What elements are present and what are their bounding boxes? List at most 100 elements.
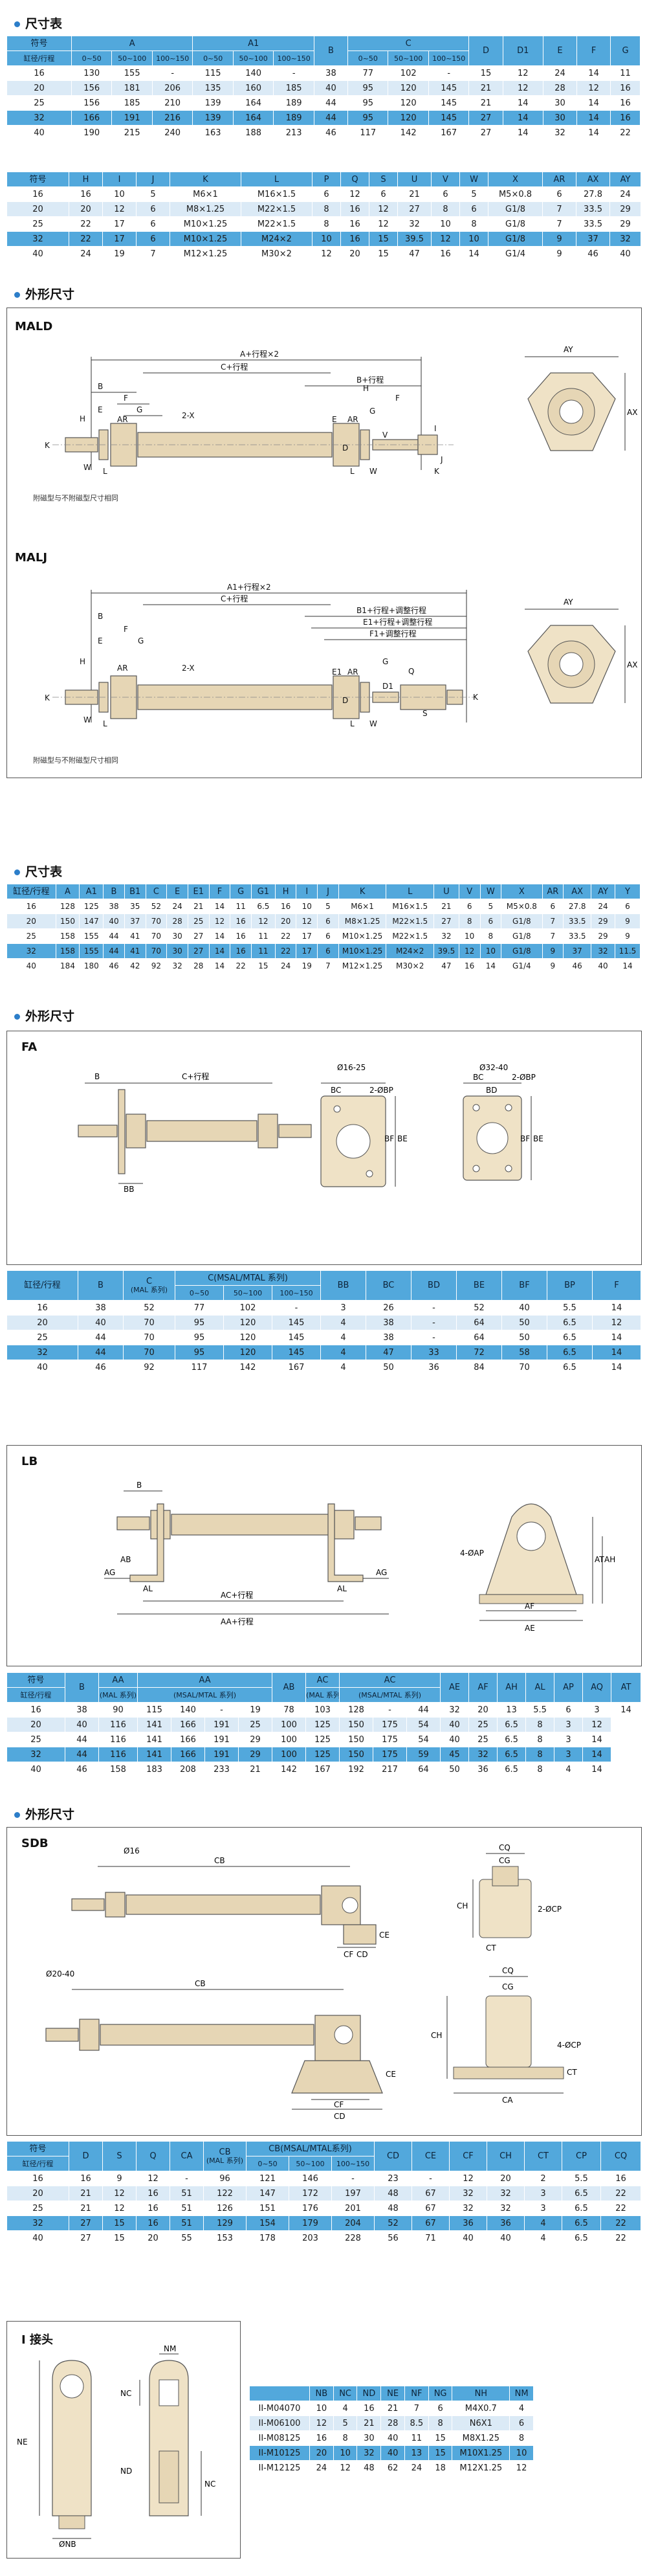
table-header-cell: NC <box>333 2386 358 2401</box>
table-cell: 16 <box>6 186 69 202</box>
table-cell: 19 <box>237 1702 273 1718</box>
table-cell: 46 <box>103 958 125 974</box>
table-header-cell: AY <box>609 172 641 187</box>
table-cell: 50 <box>501 1315 547 1330</box>
table-cell: M10X1.25 <box>452 2445 510 2461</box>
table-cell: 58 <box>501 1345 547 1360</box>
svg-text:CD: CD <box>334 2112 345 2121</box>
table-cell: 158 <box>55 928 80 944</box>
table-cell: 6 <box>479 913 502 929</box>
table-header-cell: NB <box>309 2386 334 2401</box>
svg-text:L: L <box>103 719 107 728</box>
table-cell: 213 <box>273 125 314 140</box>
table-cell: M12X1.25 <box>452 2460 510 2476</box>
svg-text:BD: BD <box>486 1086 497 1095</box>
table-cell: 228 <box>331 2230 375 2246</box>
table-cell: 14 <box>479 958 502 974</box>
table-cell: 32 <box>542 125 578 140</box>
table-cell: 33.5 <box>576 216 610 232</box>
table-cell: 40 <box>6 1360 78 1375</box>
table-cell: 120 <box>223 1315 272 1330</box>
table-cell: 40 <box>65 1717 99 1732</box>
table-cell: 153 <box>203 2230 247 2246</box>
table-cell: 191 <box>204 1747 239 1762</box>
table-header-cell <box>249 2386 310 2401</box>
table-cell: 117 <box>175 1360 224 1375</box>
table-cell: 9 <box>614 913 641 929</box>
section-heading-outline2: 外形尺寸 <box>14 1007 74 1024</box>
table-cell: 55 <box>170 2230 204 2246</box>
table-cell: 54 <box>406 1717 441 1732</box>
table-cell: 139 <box>192 95 234 111</box>
table-cell: 178 <box>246 2230 289 2246</box>
table-header-cell: C <box>145 884 168 899</box>
table-cell: 46 <box>65 1762 99 1777</box>
table-cell: 5 <box>317 899 339 914</box>
svg-text:AR: AR <box>117 415 128 424</box>
table-cell: 20 <box>6 201 69 217</box>
svg-text:BC: BC <box>331 1086 341 1095</box>
bullet-icon <box>14 1014 20 1020</box>
svg-text:B1+行程+调整行程: B1+行程+调整行程 <box>356 605 426 615</box>
svg-text:Ø16: Ø16 <box>124 1846 140 1855</box>
table-cell: 27 <box>187 928 210 944</box>
table-cell: 27 <box>69 2215 103 2231</box>
table-cell: 6.5 <box>497 1747 527 1762</box>
table-cell: G1/4 <box>501 958 543 974</box>
table-cell: 175 <box>373 1717 408 1732</box>
table-cell: M22×1.5 <box>386 913 434 929</box>
table-cell: 29 <box>237 1732 273 1747</box>
table-cell: 3 <box>524 2201 562 2216</box>
table-cell: 9 <box>542 943 564 959</box>
table-cell: 52 <box>456 1300 502 1316</box>
table-cell: 19 <box>102 246 137 262</box>
table-cell: 44 <box>406 1702 441 1718</box>
table-cell: 12 <box>309 2415 334 2431</box>
table-cell: 44 <box>103 943 125 959</box>
svg-text:AX: AX <box>627 660 637 669</box>
table-cell: 4 <box>320 1330 366 1345</box>
table-header-row: 0~50 50~100 100~150 <box>7 1285 641 1301</box>
table-cell: 7 <box>542 216 576 232</box>
svg-text:I: I <box>434 424 437 433</box>
svg-text:AG: AG <box>376 1568 387 1577</box>
svg-text:CD: CD <box>356 1950 368 1959</box>
table-cell: 70 <box>145 943 168 959</box>
table-cell: 142 <box>223 1360 272 1375</box>
table-cell: M10×1.25 <box>170 231 241 247</box>
table-cell: 21 <box>380 2401 405 2416</box>
table-cell: 10 <box>296 899 318 914</box>
table-cell: 44 <box>313 110 348 126</box>
table-cell: 117 <box>347 125 389 140</box>
table-cell: 24 <box>274 958 297 974</box>
table-cell: 120 <box>388 80 429 96</box>
table-cell: 44 <box>313 95 348 111</box>
table-cell: M22×1.5 <box>241 201 313 217</box>
table-header-cell: S <box>369 172 398 187</box>
table-cell: 72 <box>456 1345 502 1360</box>
table-cell: 6.5 <box>547 1345 593 1360</box>
table-cell: M30×2 <box>386 958 434 974</box>
table-cell: 47 <box>366 1345 411 1360</box>
table-cell: 6.5 <box>497 1732 527 1747</box>
table-cell: 16 <box>610 95 641 111</box>
table-cell: 27.8 <box>576 186 610 202</box>
table-cell: 32 <box>6 1747 65 1762</box>
table-cell: 16 <box>6 1300 78 1316</box>
table-header-cell: NH <box>452 2386 510 2401</box>
section-heading-outline3: 外形尺寸 <box>14 1805 74 1822</box>
table-cell: 21 <box>433 899 459 914</box>
table-cell: 21 <box>356 2415 382 2431</box>
table-header-cell: B1 <box>124 884 146 899</box>
table-cell: 120 <box>388 110 429 126</box>
